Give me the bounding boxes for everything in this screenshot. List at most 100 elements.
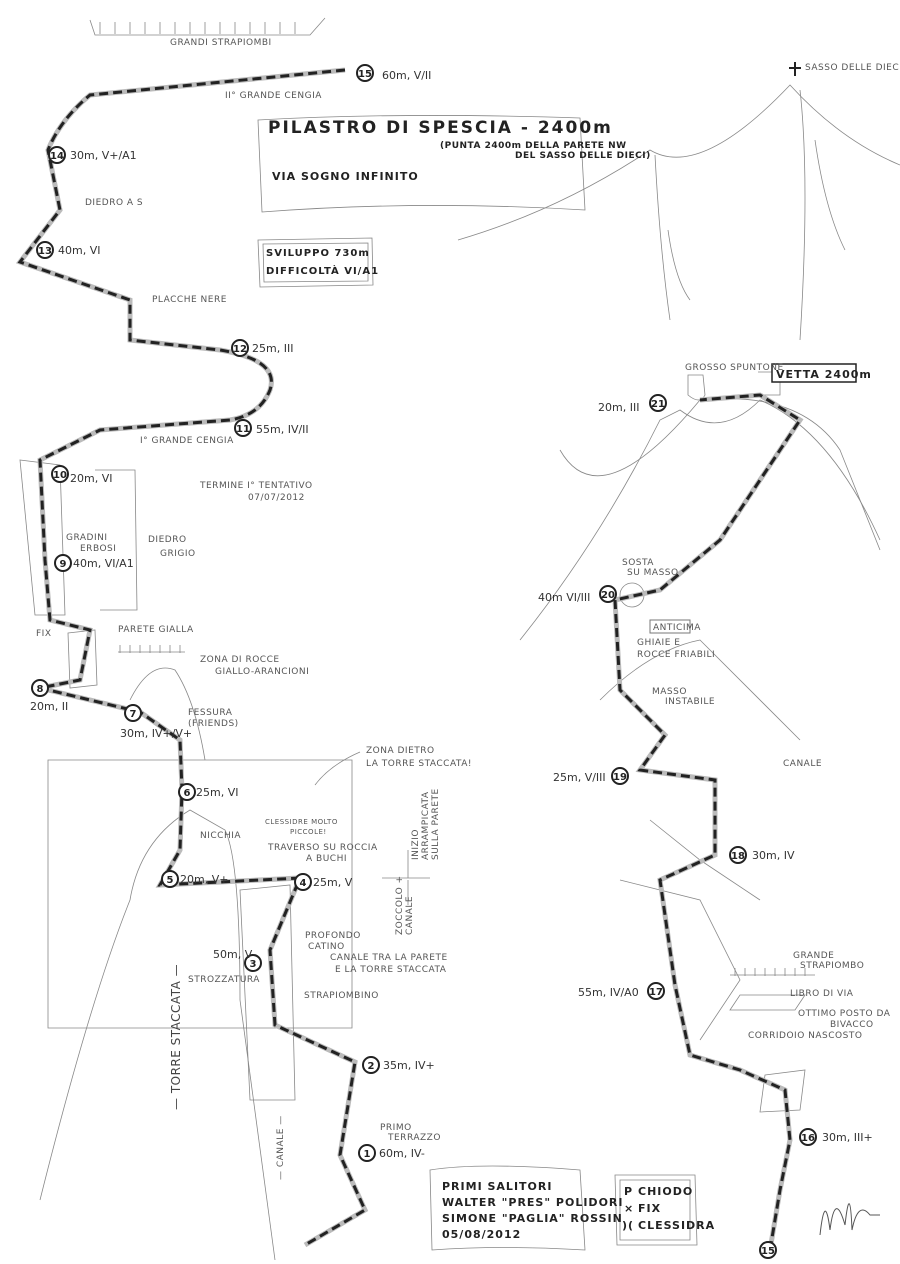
- svg-text:STRAPIOMBO: STRAPIOMBO: [800, 961, 864, 971]
- svg-text:II° GRANDE CENGIA: II° GRANDE CENGIA: [225, 91, 322, 101]
- svg-text:I° GRANDE CENGIA: I° GRANDE CENGIA: [140, 436, 234, 446]
- sviluppo: SVILUPPO 730m: [266, 248, 370, 259]
- svg-text:FIX: FIX: [638, 1202, 661, 1215]
- svg-text:CANALE TRA LA PARETE: CANALE TRA LA PARETE: [330, 953, 448, 963]
- svg-text:PRIMI SALITORI: PRIMI SALITORI: [442, 1180, 552, 1193]
- svg-text:16: 16: [801, 1133, 815, 1144]
- svg-text:10: 10: [53, 470, 67, 481]
- svg-text:CORRIDOIO NASCOSTO: CORRIDOIO NASCOSTO: [748, 1031, 862, 1041]
- svg-text:CHIODO: CHIODO: [638, 1185, 693, 1198]
- belay-19: 19 25m, V/III: [553, 767, 629, 785]
- svg-text:NICCHIA: NICCHIA: [200, 831, 241, 841]
- belay-11: 11 55m, IV/II: [234, 419, 309, 437]
- svg-text:3: 3: [250, 959, 257, 970]
- right-route-line: [613, 393, 803, 1251]
- svg-text:7: 7: [130, 709, 137, 720]
- difficolta: DIFFICOLTÀ VI/A1: [266, 264, 379, 277]
- belay-9: 9 40m, VI/A1: [54, 554, 134, 572]
- svg-text:GHIAIE E: GHIAIE E: [637, 638, 680, 648]
- svg-text:14: 14: [50, 151, 64, 162]
- svg-text:13: 13: [38, 246, 52, 257]
- svg-text:19: 19: [613, 772, 627, 783]
- svg-text:GIALLO-ARANCIONI: GIALLO-ARANCIONI: [215, 667, 309, 677]
- svg-text:LIBRO DI VIA: LIBRO DI VIA: [790, 989, 854, 999]
- svg-text:— TORRE STACCATA —: — TORRE STACCATA —: [169, 964, 183, 1110]
- svg-text:INSTABILE: INSTABILE: [665, 697, 715, 707]
- svg-text:2: 2: [368, 1061, 375, 1072]
- belay-16: 16 30m, III+: [799, 1128, 873, 1146]
- svg-text:CLESSIDRE MOLTO: CLESSIDRE MOLTO: [265, 818, 338, 826]
- piton-icon: P: [624, 1185, 633, 1198]
- route-name: VIA SOGNO INFINITO: [272, 170, 419, 183]
- belay-21: 21 20m, III: [598, 394, 667, 414]
- svg-text:07/07/2012: 07/07/2012: [248, 493, 305, 503]
- svg-text:STRAPIOMBINO: STRAPIOMBINO: [304, 991, 379, 1001]
- svg-text:TERMINE I° TENTATIVO: TERMINE I° TENTATIVO: [199, 481, 313, 491]
- svg-text:SULLA PARETE: SULLA PARETE: [431, 788, 441, 860]
- svg-text:INIZIO: INIZIO: [411, 829, 421, 860]
- svg-text:E LA TORRE STACCATA: E LA TORRE STACCATA: [335, 965, 447, 975]
- svg-text:PICCOLE!: PICCOLE!: [290, 828, 327, 836]
- svg-text:30m, III+: 30m, III+: [822, 1131, 873, 1144]
- svg-text:PARETE GIALLA: PARETE GIALLA: [118, 625, 194, 635]
- svg-text:ZOCCOLO +: ZOCCOLO +: [395, 875, 405, 935]
- svg-text:TRAVERSO SU ROCCIA: TRAVERSO SU ROCCIA: [267, 843, 378, 853]
- svg-text:55m, IV/II: 55m, IV/II: [256, 423, 309, 436]
- belay-20: 20 40m VI/III: [538, 585, 617, 604]
- svg-text:CANALE: CANALE: [405, 896, 415, 935]
- svg-text:GRANDI STRAPIOMBI: GRANDI STRAPIOMBI: [170, 38, 272, 48]
- belay-13: 13 40m, VI: [36, 241, 100, 259]
- svg-text:15: 15: [761, 1246, 775, 1257]
- svg-text:STROZZATURA: STROZZATURA: [188, 975, 260, 985]
- route-title: PILASTRO DI SPESCIA - 2400m: [268, 118, 613, 138]
- svg-text:20m, III: 20m, III: [598, 401, 639, 414]
- svg-text:FIX: FIX: [36, 629, 52, 639]
- svg-text:11: 11: [236, 424, 250, 435]
- svg-text:30m, IV+/V+: 30m, IV+/V+: [120, 727, 192, 740]
- legend-clessidra: )(CLESSIDRA: [622, 1219, 714, 1232]
- svg-text:60m, IV-: 60m, IV-: [379, 1147, 425, 1160]
- svg-text:30m, IV: 30m, IV: [752, 849, 795, 862]
- svg-text:20m, II: 20m, II: [30, 700, 68, 713]
- signature-mark: [819, 1203, 880, 1236]
- svg-text:20m, VI: 20m, VI: [70, 472, 112, 485]
- svg-text:ERBOSI: ERBOSI: [80, 544, 116, 554]
- svg-text:25m, V/III: 25m, V/III: [553, 771, 606, 784]
- left-route-line: [17, 68, 367, 1247]
- svg-text:35m, IV+: 35m, IV+: [383, 1059, 435, 1072]
- svg-text:ANTICIMA: ANTICIMA: [653, 623, 701, 633]
- svg-text:21: 21: [651, 399, 665, 410]
- legend-fix: ×FIX: [624, 1202, 661, 1215]
- svg-text:CANALE: CANALE: [783, 759, 822, 769]
- svg-text:9: 9: [60, 559, 67, 570]
- svg-text:GRANDE: GRANDE: [793, 951, 834, 961]
- svg-text:05/08/2012: 05/08/2012: [442, 1228, 521, 1241]
- svg-text:DIEDRO: DIEDRO: [148, 535, 187, 545]
- terrain-sketch: [19, 17, 900, 1261]
- svg-text:20: 20: [601, 590, 615, 601]
- vetta-label: VETTA 2400m: [776, 368, 872, 381]
- svg-text:8: 8: [37, 684, 44, 695]
- svg-text:GROSSO SPUNTONE: GROSSO SPUNTONE: [685, 363, 784, 373]
- svg-text:25m, VI: 25m, VI: [196, 786, 238, 799]
- svg-text:40m, VI: 40m, VI: [58, 244, 100, 257]
- svg-text:ARRAMPICATA: ARRAMPICATA: [421, 791, 431, 860]
- svg-text:15: 15: [358, 69, 372, 80]
- svg-text:SIMONE "PAGLIA" ROSSIN: SIMONE "PAGLIA" ROSSIN: [442, 1212, 623, 1225]
- svg-text:ROCCE FRIABILI: ROCCE FRIABILI: [637, 650, 715, 660]
- svg-text:40m VI/III: 40m VI/III: [538, 591, 590, 604]
- svg-text:ZONA DI ROCCE: ZONA DI ROCCE: [200, 655, 280, 665]
- svg-text:TERRAZZO: TERRAZZO: [387, 1133, 441, 1143]
- svg-text:40m, VI/A1: 40m, VI/A1: [73, 557, 134, 570]
- svg-text:ZONA DIETRO: ZONA DIETRO: [366, 746, 435, 756]
